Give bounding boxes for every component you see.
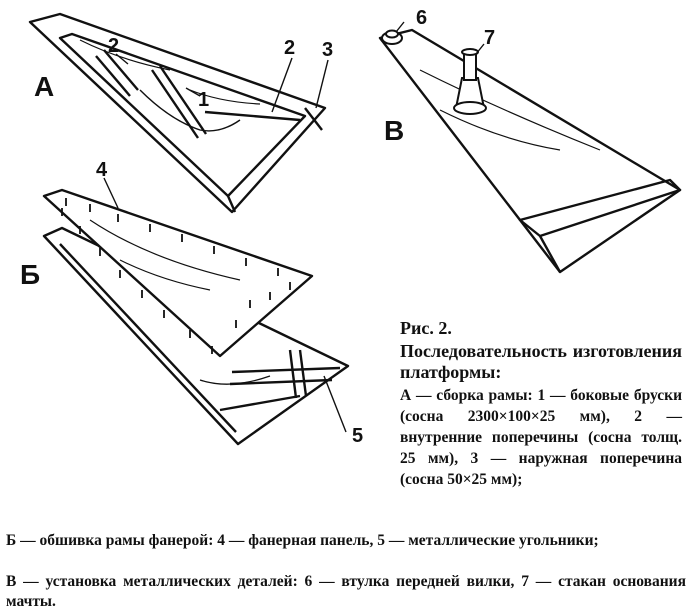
leader-5 <box>323 375 347 433</box>
leader-2a <box>115 53 129 65</box>
label-7: 7 <box>484 27 495 49</box>
label-5: 5 <box>352 425 363 447</box>
bushing-6 <box>381 29 403 45</box>
caption-part-b: Б — обшивка рамы фанерой: 4 — фанерная п… <box>6 532 599 549</box>
label-3: 3 <box>322 39 333 61</box>
label-4: 4 <box>96 159 108 181</box>
mast-base-cup-7 <box>453 48 487 115</box>
label-view-v: В <box>384 115 404 146</box>
label-6: 6 <box>416 7 427 29</box>
label-2b: 2 <box>284 37 295 59</box>
caption-part-a: А — сборка рамы: 1 — боковые бруски (сос… <box>400 387 682 488</box>
leader-2b <box>271 57 293 113</box>
screws <box>61 198 291 354</box>
label-view-b: Б <box>20 259 40 290</box>
plywood-panel <box>42 188 314 358</box>
figure-caption: Рис. 2. Последовательность изготовления … <box>400 318 682 490</box>
caption-part-v: В — установка металлических деталей: 6 —… <box>6 573 686 610</box>
view-b-frame <box>42 226 350 446</box>
leader-1 <box>185 87 201 97</box>
label-1: 1 <box>198 89 209 111</box>
label-2a: 2 <box>108 35 119 57</box>
leader-3 <box>315 59 329 109</box>
leader-7 <box>475 43 485 55</box>
view-v-platform <box>378 28 682 274</box>
label-view-a: А <box>34 71 54 102</box>
leader-4 <box>103 177 119 209</box>
caption-title: Рис. 2. <box>400 318 452 338</box>
leader-6 <box>395 21 405 33</box>
caption-heading: Последовательность изготовления платформ… <box>400 341 682 382</box>
view-a-frame <box>28 12 327 214</box>
